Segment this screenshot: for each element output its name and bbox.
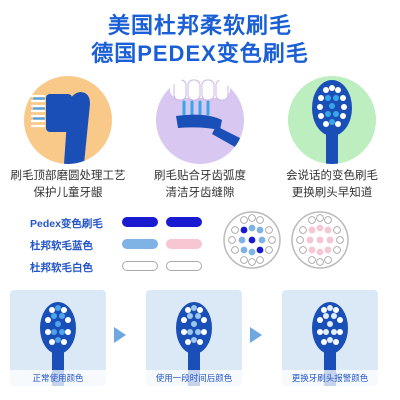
arrow-right-icon: [248, 325, 264, 345]
legend-row-dupont-white: 杜邦软毛白色: [30, 258, 230, 276]
stage-label: 使用一段时间后颜色: [146, 370, 242, 386]
feature-caption-line-2: 更换刷头早知道: [291, 187, 373, 199]
legend-label: Pedex变色刷毛: [30, 218, 103, 230]
bristle-pattern-worn-icon: [290, 210, 350, 270]
stage-used: 使用一段时间后颜色: [146, 290, 242, 386]
stage-label: 更换牙刷头报警颜色: [282, 370, 378, 386]
feature-caption-line-1: 会说话的变色刷毛: [286, 170, 378, 182]
legend-swatch-a: [122, 217, 158, 227]
feature-caption: 刷毛贴合牙齿弧度 清洁牙齿缝隙: [142, 168, 258, 202]
feature-caption-line-2: 保护儿童牙龈: [33, 187, 103, 199]
legend-swatch-a: [122, 239, 158, 249]
bristle-pattern-new-icon: [222, 210, 282, 270]
brush-head-front-icon: [288, 76, 376, 164]
arrow-right-icon: [112, 325, 128, 345]
legend-swatch-b: [166, 239, 202, 249]
feature-caption: 刷毛顶部磨圆处理工艺 保护儿童牙龈: [10, 168, 126, 202]
legend-label: 杜邦软毛白色: [30, 262, 93, 274]
legend-label: 杜邦软毛蓝色: [30, 240, 93, 252]
feature-caption-line-1: 刷毛顶部磨圆处理工艺: [10, 170, 126, 182]
legend-swatch-a: [122, 261, 158, 271]
legend-swatch-b: [166, 217, 202, 227]
legend-swatch-b: [166, 261, 202, 271]
stage-label: 正常使用颜色: [10, 370, 106, 386]
stage-normal: 正常使用颜色: [10, 290, 106, 386]
brush-on-teeth-icon: [156, 76, 244, 164]
feature-color-change: 会说话的变色刷毛 更换刷头早知道: [274, 76, 390, 216]
headline-line-1: 美国杜邦柔软刷毛: [107, 13, 292, 38]
feature-caption: 会说话的变色刷毛 更换刷头早知道: [274, 168, 390, 202]
bristle-legend: Pedex变色刷毛 杜邦软毛蓝色 杜邦软毛白色: [30, 214, 230, 284]
feature-caption-line-1: 刷毛贴合牙齿弧度: [154, 170, 246, 182]
headline-line-2: 德国PEDEX变色刷毛: [91, 41, 309, 66]
brush-head-side-icon: [24, 76, 112, 164]
legend-row-pedex: Pedex变色刷毛: [30, 214, 230, 232]
feature-caption-line-2: 清洁牙齿缝隙: [165, 187, 235, 199]
legend-row-dupont-blue: 杜邦软毛蓝色: [30, 236, 230, 254]
feature-fit-teeth: 刷毛贴合牙齿弧度 清洁牙齿缝隙: [142, 76, 258, 216]
stage-replace: 更换牙刷头报警颜色: [282, 290, 378, 386]
feature-rounded-bristles: 刷毛顶部磨圆处理工艺 保护儿童牙龈: [10, 76, 126, 216]
